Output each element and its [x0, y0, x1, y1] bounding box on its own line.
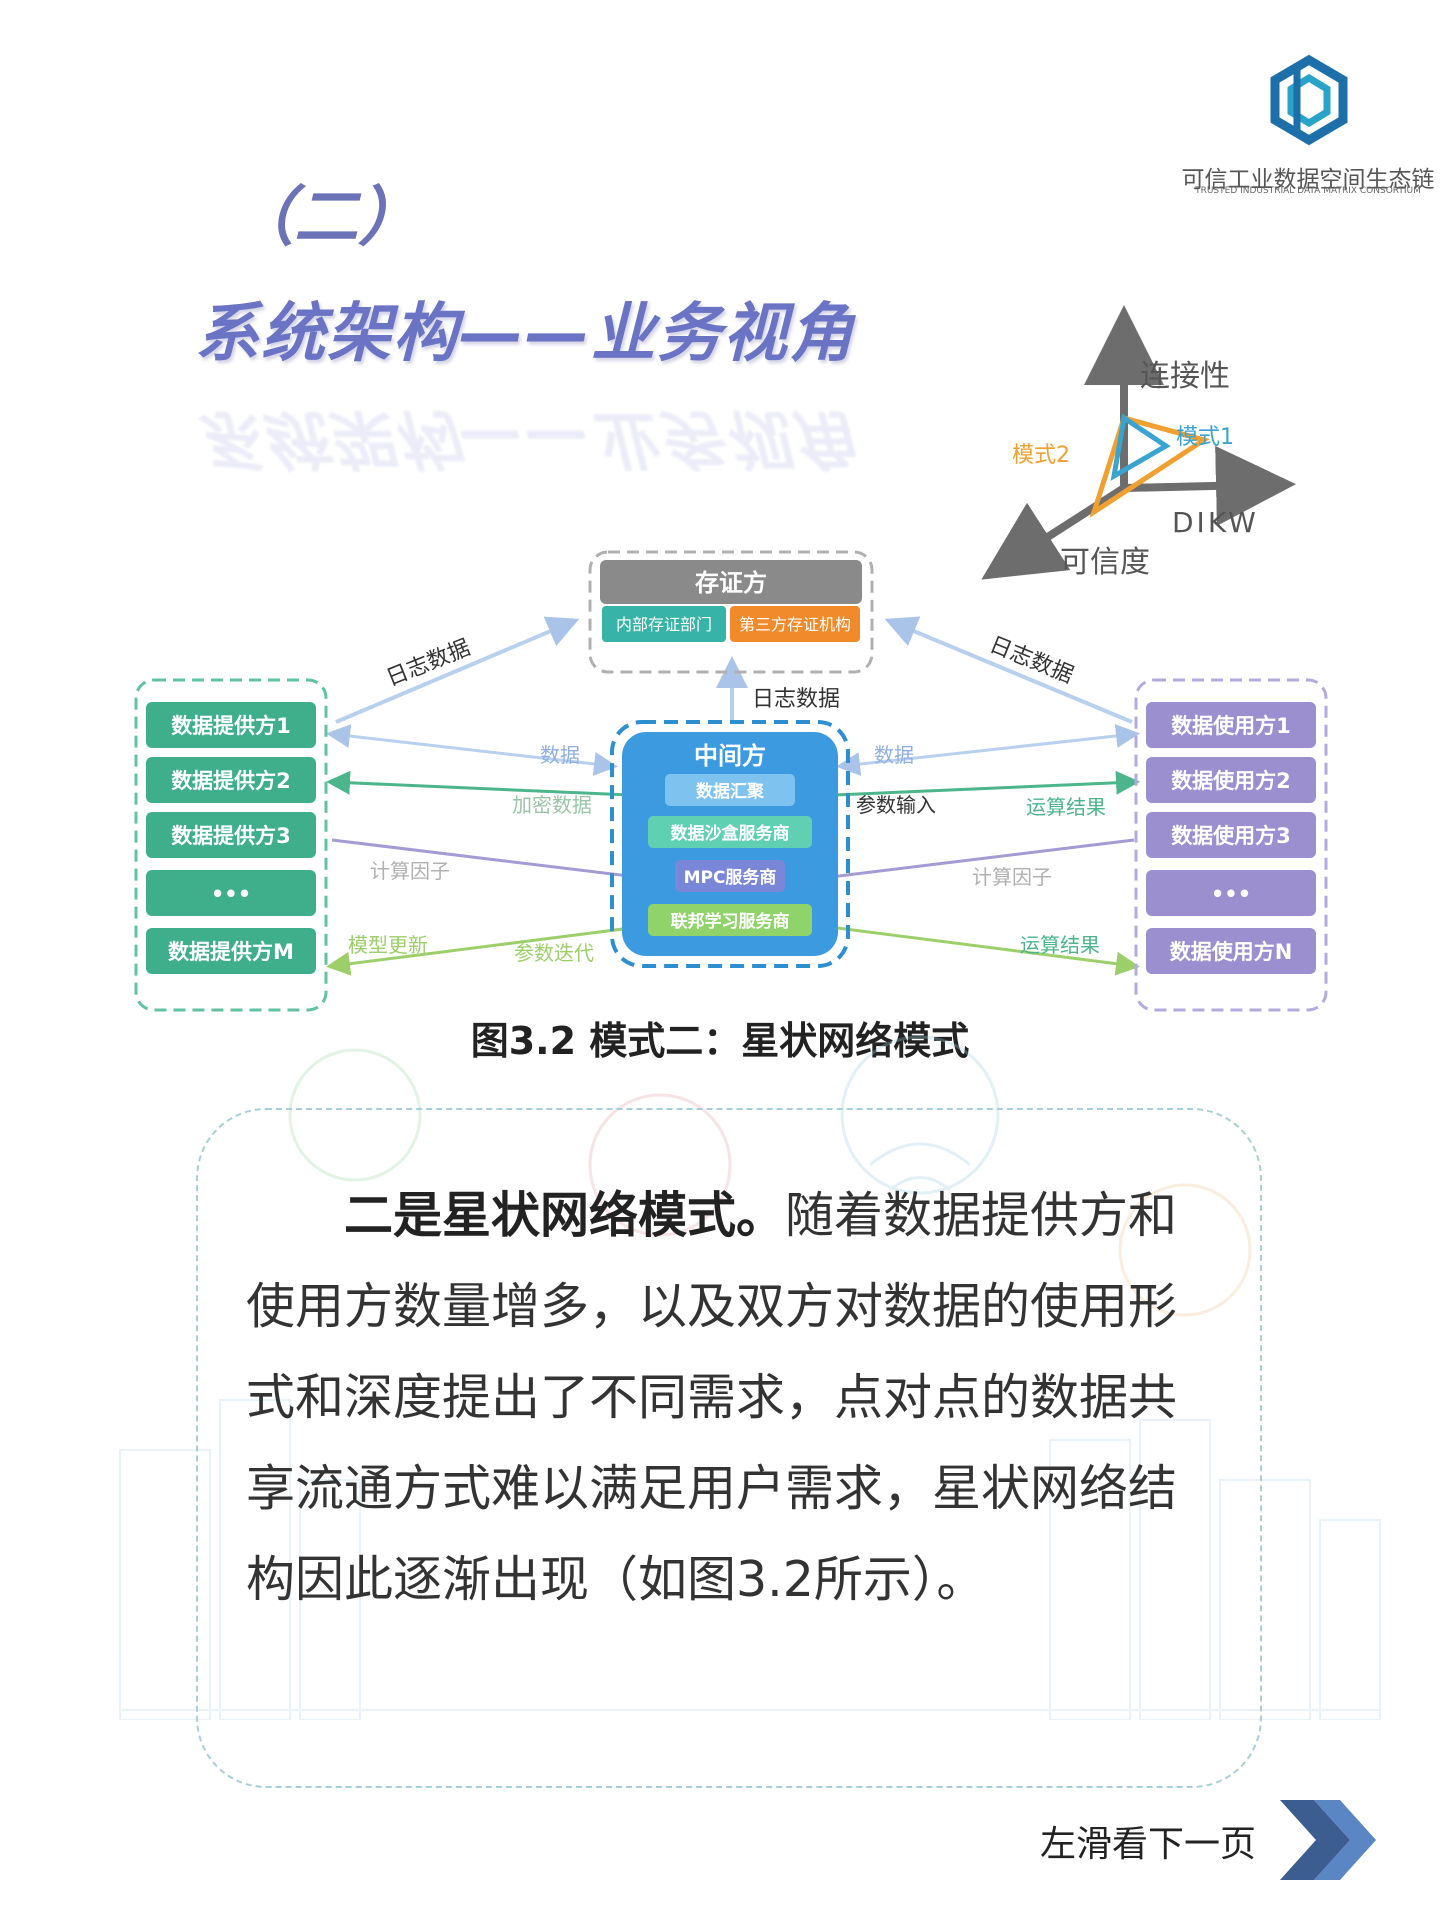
axis-label-connectivity: 连接性: [1140, 359, 1230, 394]
intermediary-item-2: [648, 816, 812, 848]
user-label-2: 数据使用方2: [1171, 769, 1291, 793]
axis-label-credibility: 可信度: [1060, 545, 1150, 580]
user-box-1: [1146, 702, 1316, 748]
section-number: （二）: [230, 181, 422, 255]
figure-caption: 图3.2 模式二：星状网络模式: [470, 1019, 970, 1063]
notary-title: 存证方: [695, 569, 767, 597]
user-box-2: [1146, 757, 1316, 803]
edge-right-result1: 运算结果: [1026, 795, 1106, 819]
provider-box-4: [146, 870, 316, 916]
axis-inset: 连接性 DIKW 可信度 模式2 模式1: [981, 305, 1296, 580]
star-network-diagram: 连接性 DIKW 可信度 模式2 模式1 日志数据 日志数据 日志数据 数据 加…: [134, 305, 1328, 1012]
provider-box-1: [146, 702, 316, 748]
edge-right-param: 参数输入: [856, 793, 936, 817]
user-group: 数据使用方1 数据使用方2 数据使用方3 ••• 数据使用方N: [1134, 678, 1328, 1012]
provider-label-4: •••: [211, 882, 251, 906]
provider-box-3: [146, 812, 316, 858]
body-frame: [196, 1108, 1262, 1788]
connectors: [326, 616, 1140, 976]
body-lead: 二是星状网络模式。: [344, 1187, 786, 1244]
provider-label-1: 数据提供方1: [171, 714, 291, 738]
intermediary-item-label-1: 数据汇聚: [696, 781, 765, 802]
logo-name: 可信工业数据空间生态链: [1181, 167, 1435, 193]
next-page-hint[interactable]: 左滑看下一页: [1040, 1824, 1257, 1865]
edge-right-data: 数据: [874, 743, 914, 767]
page-title: 系统架构——业务视角: [195, 297, 855, 371]
provider-label-2: 数据提供方2: [171, 769, 291, 793]
provider-label-3: 数据提供方3: [171, 824, 291, 848]
intermediary-title: 中间方: [694, 742, 766, 770]
edge-left-param: 参数迭代: [514, 941, 594, 965]
provider-box-2: [146, 757, 316, 803]
provider-box-5: [146, 928, 316, 974]
user-label-3: 数据使用方3: [1171, 824, 1291, 848]
mode1-label: 模式1: [1176, 425, 1234, 450]
logo: [1185, 52, 1435, 202]
provider-label-5: 数据提供方M: [168, 940, 294, 964]
wifi-icon: [840, 1035, 1000, 1195]
intermediary-item-label-4: 联邦学习服务商: [671, 911, 790, 932]
edge-right-factor: 计算因子: [972, 865, 1052, 889]
edge-left-model: 模型更新: [348, 933, 428, 957]
network-icon: [288, 1048, 422, 1182]
user-box-4: [1146, 870, 1316, 916]
intermediary-item-label-2: 数据沙盒服务商: [671, 823, 790, 844]
logo-subtitle: TRUSTED INDUSTRIAL DATA MATRIX CONSORTIU…: [1195, 186, 1421, 196]
edge-left-encrypted: 加密数据: [512, 793, 592, 817]
notary-group: 存证方 内部存证部门 第三方存证机构: [588, 550, 874, 674]
notary-third-party: 第三方存证机构: [739, 615, 851, 634]
user-label-5: 数据使用方N: [1170, 940, 1293, 964]
body-text: 随着数据提供方和使用方数量增多，以及双方对数据的使用形式和深度提出了不同需求，点…: [246, 1187, 1178, 1608]
logo-mark-icon: [1270, 54, 1348, 146]
intermediary-item-label-3: MPC服务商: [684, 867, 777, 888]
intermediary-item-4: [648, 904, 812, 936]
edge-right-result2: 运算结果: [1020, 933, 1100, 957]
mode2-label: 模式2: [1012, 443, 1070, 468]
user-label-4: •••: [1211, 882, 1251, 906]
double-chevron-right-icon[interactable]: [1280, 1800, 1390, 1880]
user-box-3: [1146, 812, 1316, 858]
share-icon: [588, 1093, 732, 1237]
decorative-background: [119, 1035, 1381, 1720]
provider-group: 数据提供方1 数据提供方2 数据提供方3 ••• 数据提供方M: [134, 678, 328, 1012]
list-icon: [1118, 1183, 1252, 1317]
edge-log-center: 日志数据: [752, 687, 840, 712]
edge-left-factor: 计算因子: [370, 859, 450, 883]
notary-internal: 内部存证部门: [616, 615, 712, 634]
intermediary-item-3: [675, 860, 785, 892]
edge-left-data: 数据: [540, 743, 580, 767]
axis-label-dikw: DIKW: [1172, 506, 1259, 539]
user-label-1: 数据使用方1: [1171, 714, 1291, 738]
user-box-5: [1146, 928, 1316, 974]
intermediary-item-1: [665, 774, 795, 806]
body-paragraph: 二是星状网络模式。随着数据提供方和使用方数量增多，以及双方对数据的使用形式和深度…: [246, 1170, 1216, 1625]
